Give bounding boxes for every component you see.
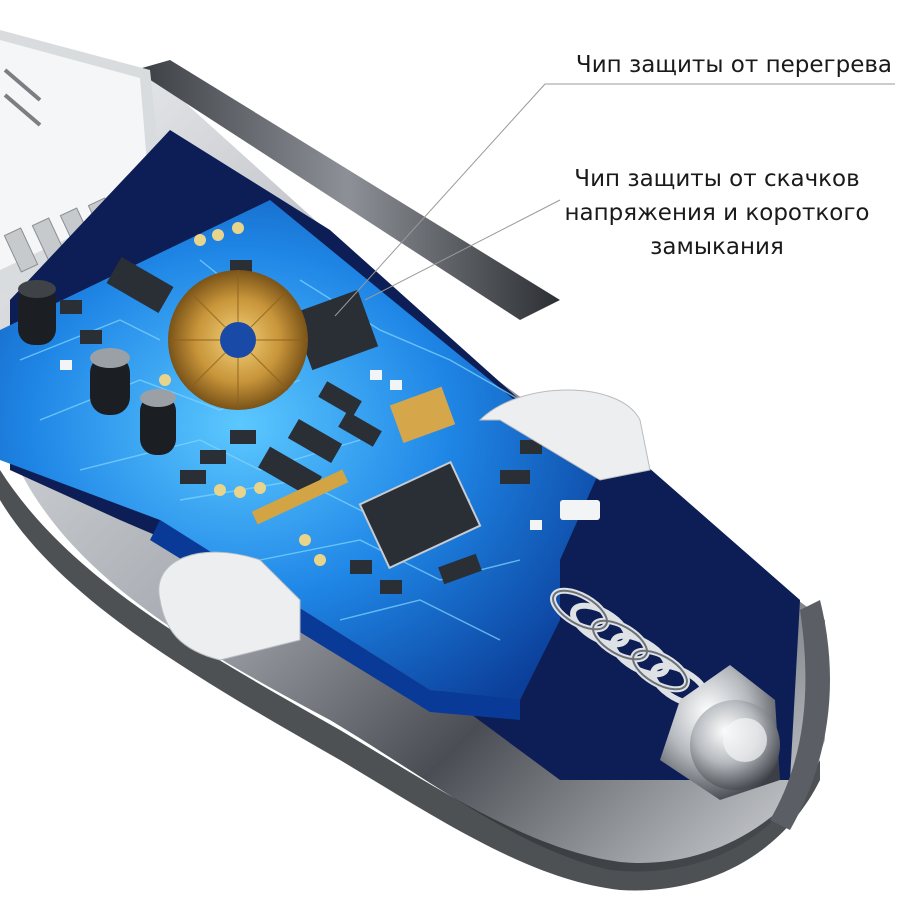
overheat-protection-chip (291, 289, 379, 371)
surge-label-line-3: замыкания (650, 234, 784, 260)
pcb-components (18, 222, 600, 594)
controller-chip (358, 460, 482, 570)
gold-pad-component (389, 386, 456, 444)
callout-lines (334, 83, 895, 317)
charger-end-cap (770, 600, 830, 830)
tip-contact (660, 665, 780, 800)
surge-label-line-2: напряжения и короткого (564, 200, 870, 226)
overheat-chip-label: Чип защиты от перегрева (575, 52, 892, 78)
mounting-tabs (158, 389, 651, 661)
toroid-inductor (168, 270, 308, 410)
capacitors (18, 280, 176, 455)
gold-crystal (251, 469, 349, 525)
surge-label-line-1: Чип защиты от скачков (574, 166, 860, 192)
surge-protection-label: Чип защиты от скачков напряжения и корот… (552, 162, 882, 264)
